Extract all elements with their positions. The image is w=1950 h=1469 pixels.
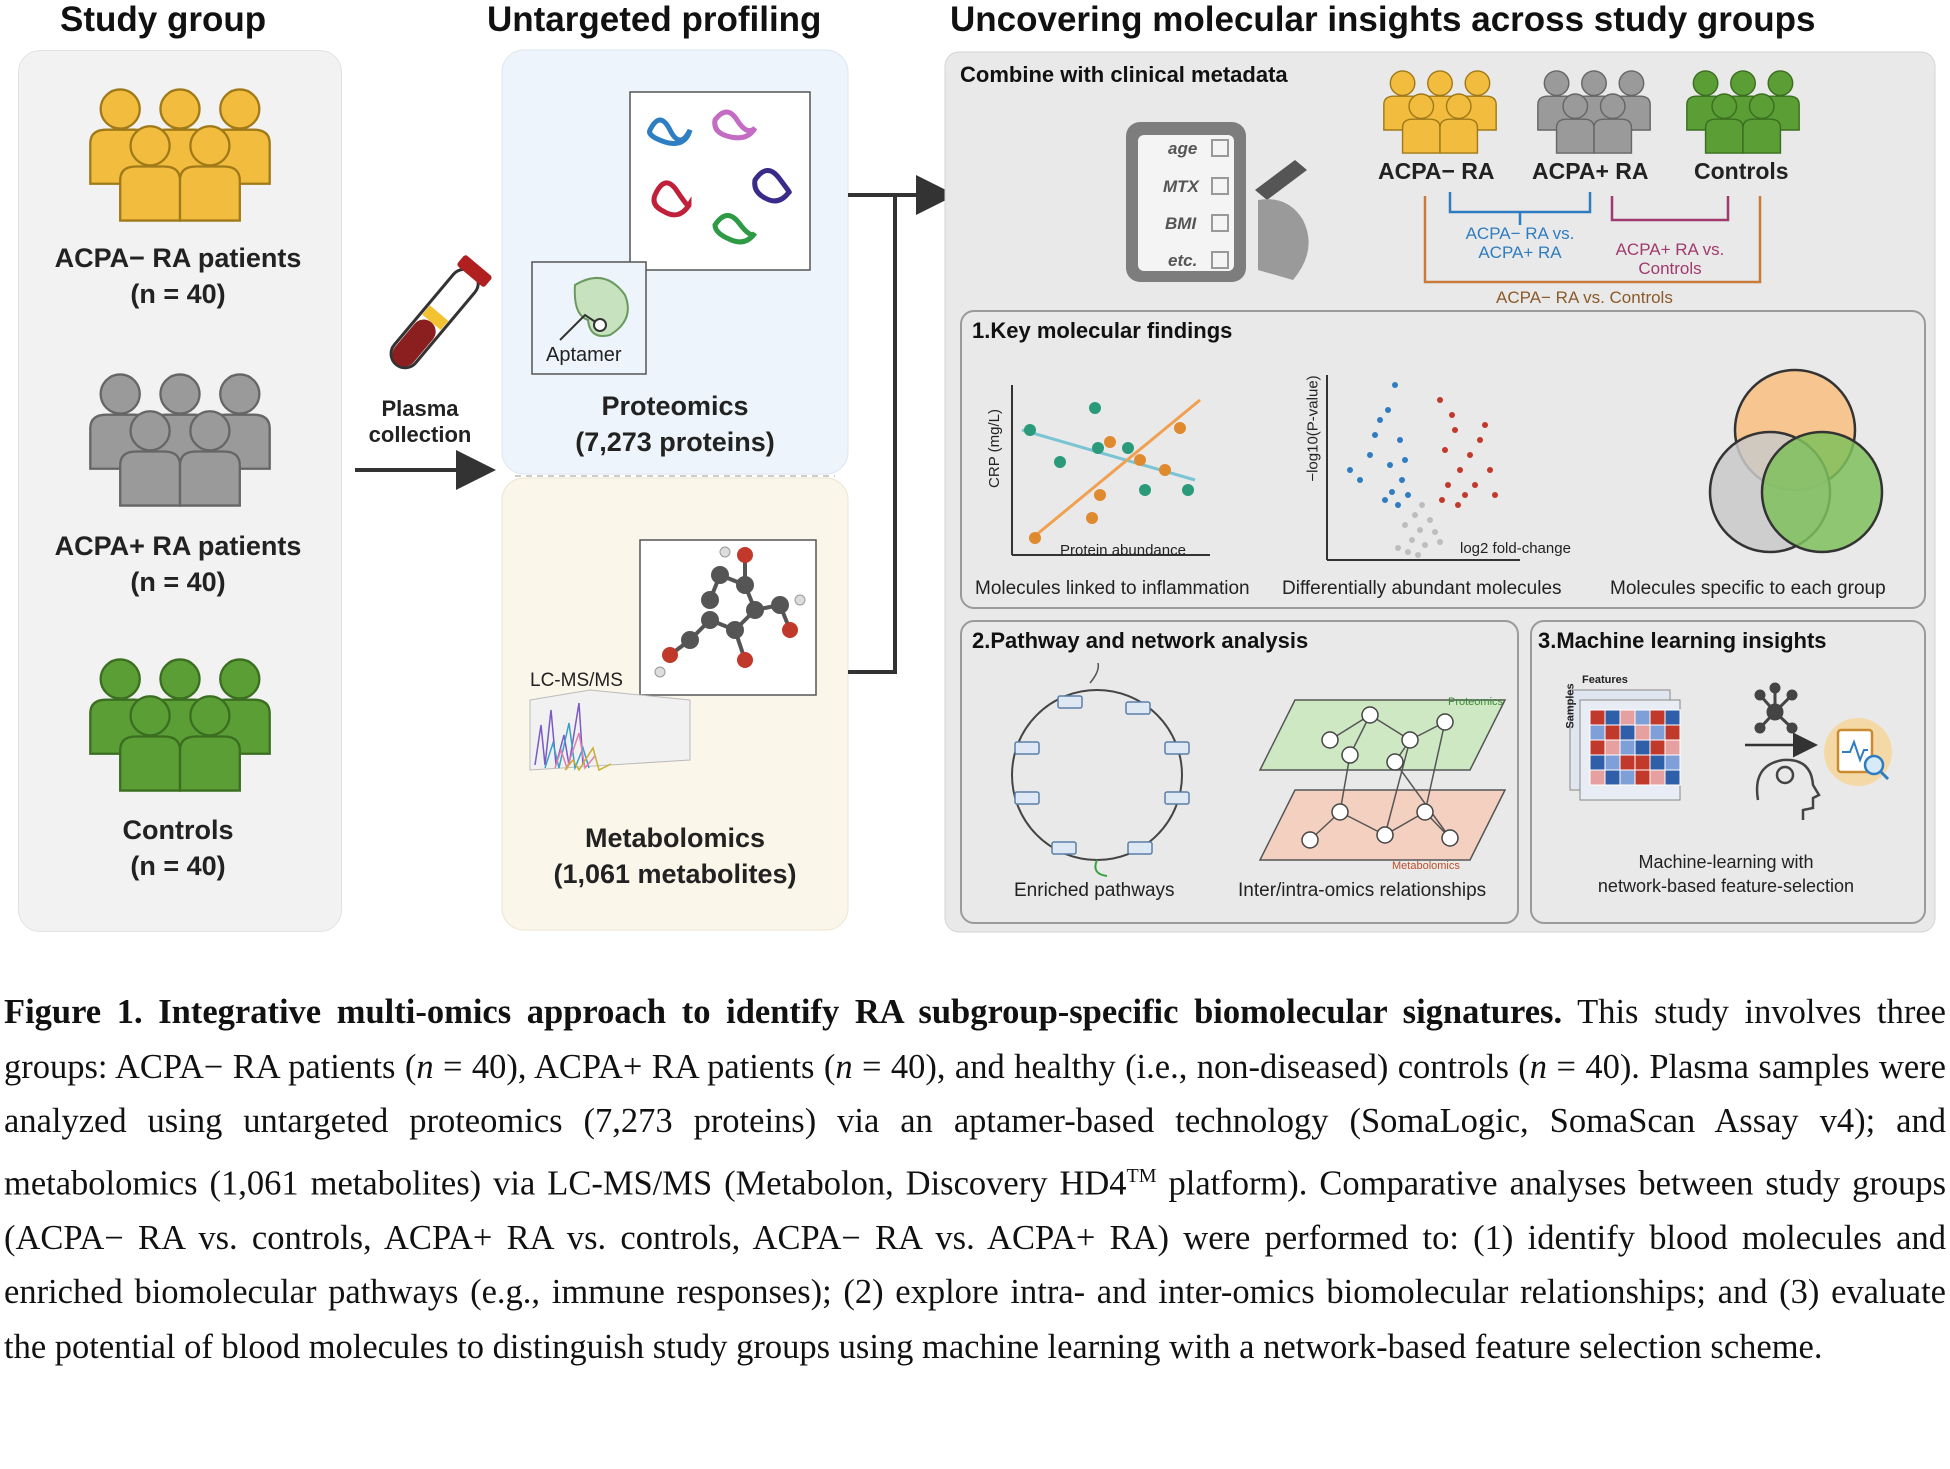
group-label-acpa-pos: ACPA+ RA patients (n = 40) [18, 528, 338, 600]
feature-heatmap-illustration [1569, 689, 1681, 801]
scatter-ylabel: CRP (mg/L) [985, 409, 1003, 488]
metadata-field-bmi: BMI [1165, 214, 1197, 233]
metabolomics-count: (1,061 metabolites) [553, 859, 797, 889]
venn-caption: Molecules specific to each group [1610, 578, 1886, 599]
lcms-label: LC-MS/MS [530, 670, 623, 691]
caption-text: platform). Comparative analyses between … [4, 1164, 1946, 1366]
findings-title: 1.Key molecular findings [972, 318, 1233, 343]
pathway-cycle-diagram [1011, 662, 1190, 877]
pathway-caption: Enriched pathways [1014, 880, 1175, 901]
group-label-small-controls: Controls [1694, 158, 1789, 184]
caption-text: This study involves three groups: ACPA− … [4, 993, 1946, 1086]
group-label-small-acpa-pos: ACPA+ RA [1532, 158, 1649, 184]
clipboard-icon [1126, 122, 1309, 282]
scatter-xlabel: Protein abundance [1060, 542, 1186, 559]
volcano-xlabel: log2 fold-change [1460, 540, 1571, 557]
network-node-icon [1754, 682, 1798, 734]
metabolomics-title: Metabolomics (1,061 metabolites) [502, 820, 848, 892]
comparison-acpa-neg-vs-pos: ACPA− RA vs. ACPA+ RA [1448, 224, 1592, 262]
metabolite-molecule-illustration [639, 539, 817, 696]
crowd-acpa-neg-icon [90, 89, 269, 220]
proteomics-name: Proteomics [601, 391, 749, 421]
pathway-box [960, 620, 1519, 924]
scatter-caption: Molecules linked to inflammation [975, 578, 1250, 599]
plasma-line2: collection [368, 422, 472, 447]
aptamer-label: Aptamer [546, 344, 622, 366]
caption-title: Figure 1. Integrative multi-omics approa… [4, 993, 1563, 1031]
ml-box [1530, 620, 1926, 924]
caption-n: n [1529, 1047, 1548, 1086]
heading-study-group: Study group [60, 0, 267, 39]
ml-caption-line2: network-based feature-selection [1597, 876, 1855, 896]
comparison-acpa-pos-vs-controls: ACPA+ RA vs. Controls [1598, 240, 1742, 278]
metadata-field-mtx: MTX [1163, 177, 1199, 196]
caption-n: n [416, 1047, 434, 1086]
comparison-line: ACPA+ RA [1478, 243, 1562, 262]
group-label-small-acpa-neg: ACPA− RA [1378, 158, 1495, 184]
findings-box [960, 310, 1926, 609]
proteomics-count: (7,273 proteins) [575, 427, 775, 457]
layer-label-metabolomics: Metabolomics [1392, 860, 1460, 872]
comparison-line: Controls [1638, 259, 1702, 278]
ml-title: 3.Machine learning insights [1538, 628, 1827, 653]
crp-scatter-plot [1011, 385, 1210, 556]
metadata-field-age: age [1168, 139, 1198, 158]
figure-caption: Figure 1. Integrative multi-omics approa… [4, 985, 1946, 1374]
caption-trademark: TM [1126, 1164, 1157, 1187]
metadata-title: Combine with clinical metadata [960, 62, 1288, 87]
comparison-acpa-neg-vs-controls: ACPA− RA vs. Controls [1496, 288, 1673, 307]
plasma-collection-label: Plasma collection [350, 396, 490, 448]
group-label-controls: Controls (n = 40) [18, 812, 338, 884]
volcano-caption: Differentially abundant molecules [1282, 578, 1562, 599]
group-n: (n = 40) [130, 851, 226, 881]
report-magnifier-icon [1824, 718, 1892, 786]
layer-label-proteomics: Proteomics [1448, 696, 1504, 708]
group-name: Controls [122, 815, 234, 845]
group-label-acpa-neg: ACPA− RA patients (n = 40) [18, 240, 338, 312]
brain-head-icon [1755, 758, 1821, 820]
group-n: (n = 40) [130, 567, 226, 597]
caption-text: = 40), ACPA+ RA patients ( [433, 1047, 836, 1086]
group-name: ACPA− RA patients [54, 243, 302, 273]
network-layers-diagram [1258, 699, 1507, 861]
plasma-line1: Plasma [381, 396, 459, 421]
ml-caption: Machine-learning with network-based feat… [1540, 850, 1912, 898]
volcano-plot [1326, 375, 1520, 561]
test-tube-icon [389, 255, 492, 370]
comparison-line: ACPA+ RA vs. [1615, 240, 1725, 259]
caption-text: = 40). Plasma samples were analyzed usin… [4, 1047, 1946, 1203]
network-caption: Inter/intra-omics relationships [1238, 880, 1487, 901]
crowd-acpa-pos-icon [90, 374, 269, 505]
volcano-ylabel: −log10(P-value) [1304, 375, 1322, 482]
features-label: Features [1582, 674, 1628, 686]
ml-caption-line1: Machine-learning with [1638, 852, 1814, 872]
caption-n: n [835, 1047, 853, 1086]
group-n: (n = 40) [130, 279, 226, 309]
lcms-spectra-illustration [529, 689, 691, 772]
metabolomics-name: Metabolomics [584, 823, 766, 853]
profiling-to-insights-arrow [848, 175, 956, 674]
proteins-illustration [629, 91, 811, 271]
aptamer-illustration [531, 261, 647, 375]
caption-text: = 40), and healthy (i.e., non-diseased) … [852, 1047, 1530, 1086]
heading-uncovering-insights: Uncovering molecular insights across stu… [950, 0, 1816, 39]
pathway-title: 2.Pathway and network analysis [972, 628, 1309, 653]
venn-diagram [1708, 368, 1884, 554]
heading-untargeted-profiling: Untargeted profiling [487, 0, 822, 39]
samples-label: Samples [1564, 683, 1577, 729]
proteomics-title: Proteomics (7,273 proteins) [502, 388, 848, 460]
group-name: ACPA+ RA patients [54, 531, 302, 561]
comparison-line: ACPA− RA vs. [1465, 224, 1575, 243]
crowd-controls-icon [90, 659, 269, 790]
metadata-field-etc: etc. [1168, 251, 1198, 270]
